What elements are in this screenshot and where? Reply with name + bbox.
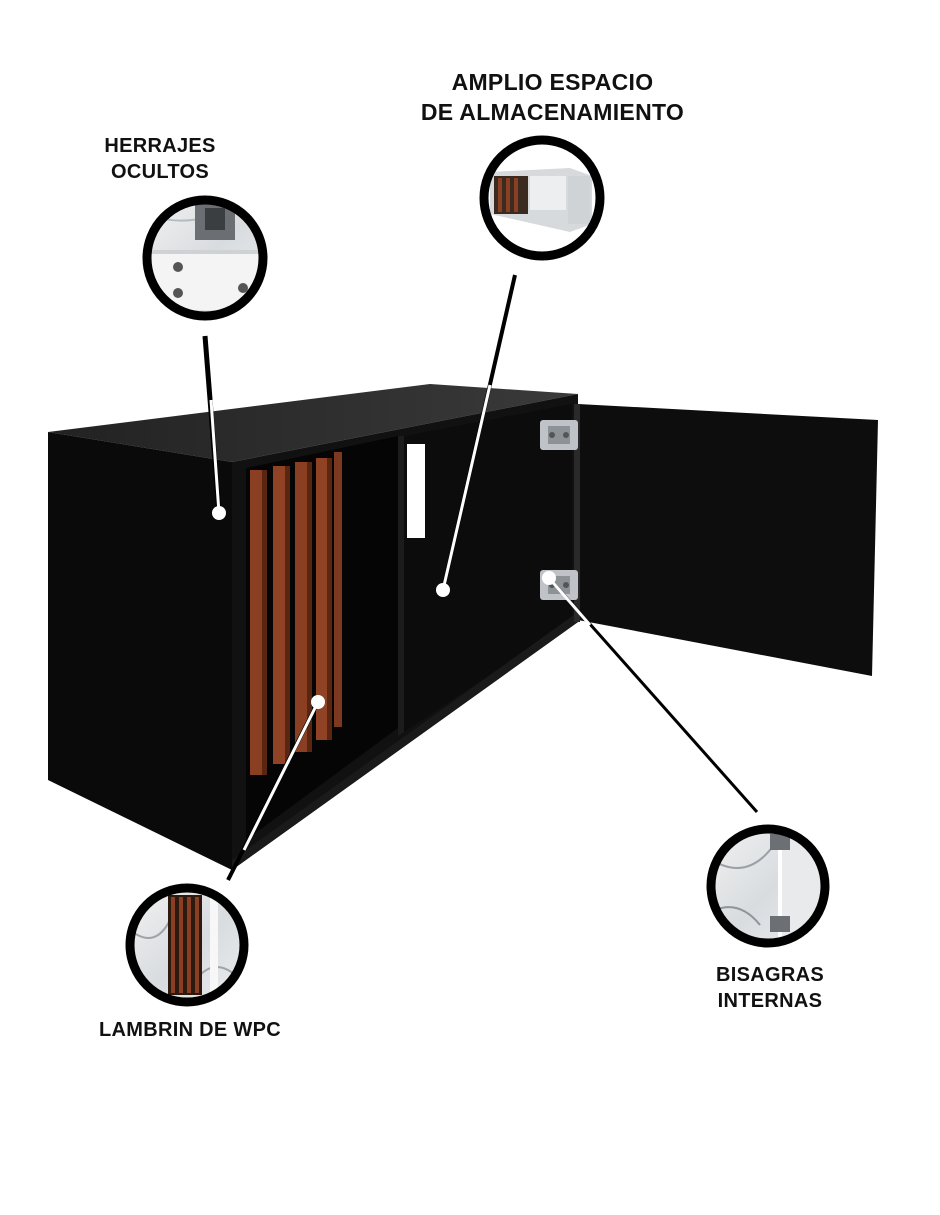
storage-icon: [479, 135, 605, 261]
leader-hinge-white: [547, 577, 592, 626]
panel-label-line1: LAMBRIN DE WPC: [99, 1019, 281, 1041]
center-divider: [398, 436, 404, 736]
bottom-edge: [232, 612, 578, 870]
slat: [316, 458, 327, 740]
slat: [295, 462, 307, 752]
anchor-dot: [436, 583, 450, 597]
panel-label: LAMBRIN DE WPC: [70, 1017, 310, 1043]
door-edge: [574, 404, 580, 622]
slat: [327, 458, 332, 740]
slat: [250, 470, 262, 775]
right-compartment: [404, 404, 572, 732]
hardware-label-line2: OCULTOS: [110, 161, 210, 183]
leader-hardware-white: [209, 399, 221, 514]
cabinet-body: [48, 384, 878, 870]
cabinet-left-side: [48, 432, 232, 870]
storage-label-line2: DE ALMACENAMIENTO: [420, 98, 685, 125]
storage-label: AMPLIO ESPACIO DE ALMACENAMIENTO: [400, 68, 705, 128]
hinges-label-line1: BISAGRAS: [716, 964, 824, 986]
wpc-panel-icon: [125, 883, 249, 1007]
back-opening: [407, 444, 425, 538]
slat: [307, 462, 312, 752]
hinge-closeup-icon: [706, 824, 830, 948]
leader-panel-white: [242, 701, 320, 851]
hardware-label: HERRAJES OCULTOS: [85, 133, 235, 185]
slat: [334, 452, 342, 727]
slat: [273, 466, 285, 764]
hidden-hardware-icon: [142, 195, 268, 321]
storage-label-line1: AMPLIO ESPACIO: [451, 69, 654, 95]
anchor-dot: [212, 506, 226, 520]
anchor-dot: [542, 571, 556, 585]
leader-storage-white: [441, 384, 492, 591]
wpc-slats: [250, 452, 342, 775]
hinge-icon: [540, 420, 578, 450]
cabinet-top: [48, 384, 578, 462]
anchor-dot: [311, 695, 325, 709]
slat: [262, 470, 267, 775]
hardware-label-line1: HERRAJES: [104, 135, 216, 157]
hinges-label-line2: INTERNAS: [717, 990, 823, 1012]
cabinet-door: [578, 404, 878, 676]
slat: [285, 466, 290, 764]
hinges-label: BISAGRAS INTERNAS: [695, 962, 845, 1014]
leader-lines: [202, 274, 759, 881]
